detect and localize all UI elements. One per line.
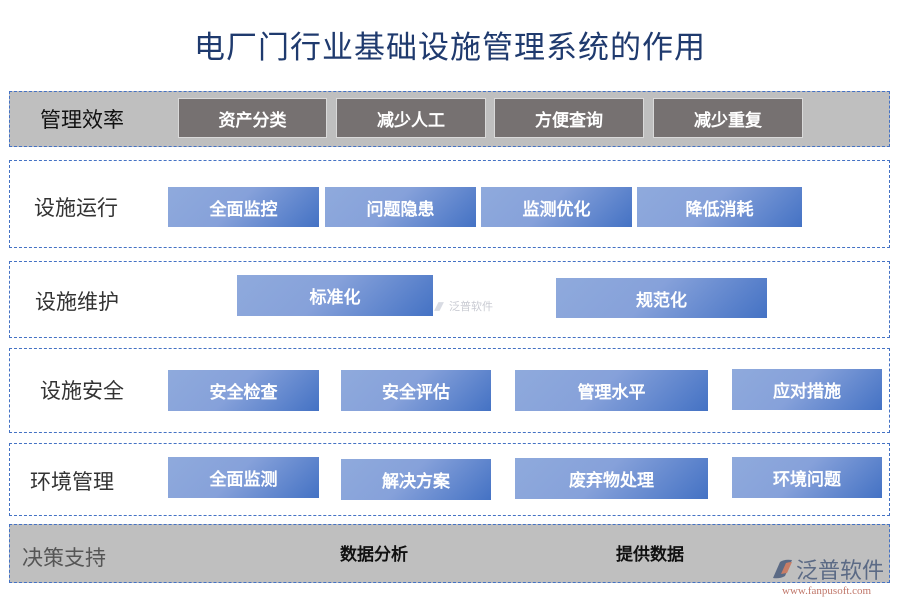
item-box: 降低消耗 <box>637 187 802 227</box>
row-label: 管理效率 <box>40 108 124 132</box>
item-box: 减少人工 <box>336 98 486 138</box>
item-box: 全面监控 <box>168 187 319 227</box>
item-box: 资产分类 <box>178 98 327 138</box>
row-decision-support: 决策支持 <box>9 524 890 583</box>
item-box: 安全评估 <box>341 370 491 411</box>
item-box: 安全检查 <box>168 370 319 411</box>
row-label: 设施运行 <box>34 196 118 220</box>
brand-logo: 泛普软件 www.fanpusoft.com <box>772 553 884 597</box>
item-box: 管理水平 <box>515 370 708 411</box>
item-box: 方便查询 <box>494 98 644 138</box>
row-label: 设施安全 <box>40 379 124 403</box>
item-box: 解决方案 <box>341 459 491 500</box>
item-box: 监测优化 <box>481 187 632 227</box>
page-title: 电厂门行业基础设施管理系统的作用 <box>194 30 706 66</box>
row-facility-operation: 设施运行 <box>9 160 890 248</box>
watermark-text: 泛普软件 <box>449 300 493 313</box>
item-box: 环境问题 <box>732 457 882 498</box>
item-box: 问题隐患 <box>325 187 476 227</box>
item-box: 应对措施 <box>732 369 882 410</box>
row-facility-maintenance: 设施维护 <box>9 261 890 338</box>
row-facility-safety: 设施安全 <box>9 348 890 433</box>
item-text: 数据分析 <box>340 545 408 565</box>
item-box: 废弃物处理 <box>515 458 708 499</box>
item-box: 全面监测 <box>168 457 319 498</box>
logo-url: www.fanpusoft.com <box>782 585 872 597</box>
item-box: 标准化 <box>237 275 433 316</box>
logo-leaf-icon <box>434 301 444 311</box>
item-box: 规范化 <box>556 278 767 318</box>
row-label: 设施维护 <box>35 290 119 314</box>
watermark: 泛普软件 <box>433 298 493 314</box>
row-environment-management: 环境管理 <box>9 443 890 516</box>
logo-leaf-icon <box>773 559 792 579</box>
item-text: 提供数据 <box>616 545 684 565</box>
logo-name: 泛普软件 <box>796 559 885 584</box>
row-label: 环境管理 <box>30 470 114 494</box>
row-label: 决策支持 <box>22 546 106 570</box>
item-box: 减少重复 <box>653 98 803 138</box>
